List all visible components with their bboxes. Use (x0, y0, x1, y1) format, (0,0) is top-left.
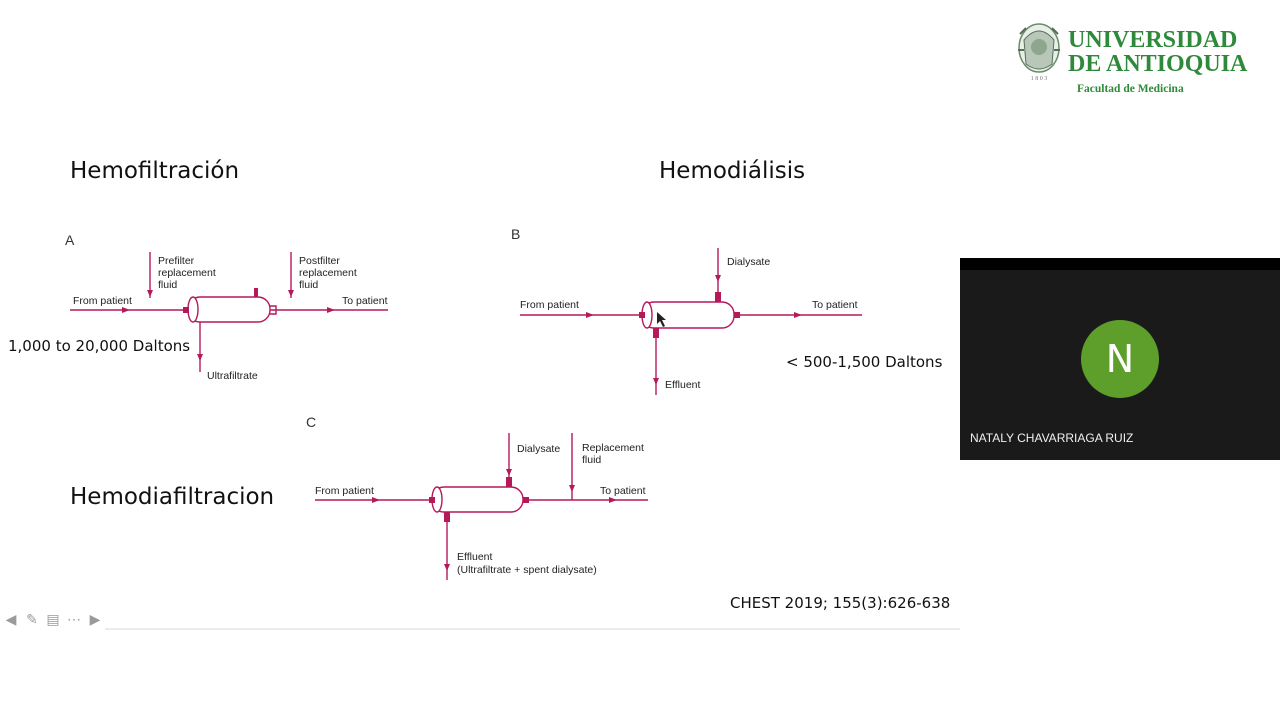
hemofiltration-heading: Hemofiltración (70, 158, 240, 184)
postfilter-label-1: Postfilter (299, 255, 340, 267)
pen-icon[interactable]: ✎ (26, 611, 38, 627)
slides-icon[interactable]: ▤ (46, 611, 60, 627)
replacement-label-2: fluid (582, 454, 601, 466)
dialysate-label-b: Dialysate (727, 256, 770, 268)
prefilter-label-2: replacement (158, 267, 216, 279)
slide-bottom-divider (105, 628, 960, 630)
logo-title-line-1: UNIVERSIDAD (1068, 27, 1238, 53)
replacement-label-1: Replacement (582, 442, 644, 454)
hemofiltration-diagram: Prefilter replacement fluid Postfilter r… (70, 252, 388, 382)
prefilter-label-3: fluid (158, 279, 177, 291)
to-patient-label-c: To patient (600, 485, 646, 497)
from-patient-label-c: From patient (315, 485, 374, 497)
hemodialysis-diagram: Dialysate From patient To patient Efflue… (520, 248, 862, 395)
university-seal-icon: 1 8 0 3 (1018, 23, 1060, 82)
hemodiafiltration-diagram: Dialysate Replacement fluid From patient… (315, 433, 648, 580)
dialysate-label-c: Dialysate (517, 443, 560, 455)
hemodialysis-heading: Hemodiálisis (659, 158, 806, 184)
figure-b-letter: B (511, 226, 521, 242)
video-tile-topbar (960, 258, 1280, 270)
participant-avatar: N (1081, 320, 1159, 398)
prev-arrow-icon[interactable]: ◀ (5, 611, 17, 627)
effluent-detail-label: (Ultrafiltrate + spent dialysate) (457, 564, 597, 576)
dalton-range-b: < 500-1,500 Daltons (786, 353, 943, 371)
figure-a-letter: A (65, 232, 75, 248)
effluent-label-c: Effluent (457, 551, 492, 563)
participant-video-tile[interactable]: N NATALY CHAVARRIAGA RUIZ (960, 258, 1280, 460)
more-icon[interactable]: ⋯ (67, 611, 81, 627)
to-patient-label-a: To patient (342, 295, 388, 307)
participant-name: NATALY CHAVARRIAGA RUIZ (970, 431, 1134, 445)
citation: CHEST 2019; 155(3):626-638 (730, 594, 951, 612)
effluent-label-b: Effluent (665, 379, 700, 391)
next-arrow-icon[interactable]: ▶ (89, 611, 101, 627)
university-logo: 1 8 0 3 UNIVERSIDAD DE ANTIOQUIA Faculta… (1014, 20, 1264, 100)
mouse-cursor-icon (657, 312, 666, 327)
hemodiafiltration-heading: Hemodiafiltracion (70, 484, 275, 510)
ultrafiltrate-label: Ultrafiltrate (207, 370, 258, 382)
to-patient-label-b: To patient (812, 299, 858, 311)
slide-nav-toolbar: ◀ ✎ ▤ ⋯ ▶ (2, 610, 104, 628)
from-patient-label-a: From patient (73, 295, 132, 307)
figure-c-letter: C (306, 414, 317, 430)
postfilter-label-3: fluid (299, 279, 318, 291)
logo-faculty: Facultad de Medicina (1077, 83, 1184, 95)
prefilter-label-1: Prefilter (158, 255, 195, 267)
logo-title-line-2: DE ANTIOQUIA (1068, 51, 1248, 77)
from-patient-label-b: From patient (520, 299, 579, 311)
svg-text:1 8 0 3: 1 8 0 3 (1031, 76, 1048, 82)
postfilter-label-2: replacement (299, 267, 357, 279)
dalton-range-a: 1,000 to 20,000 Daltons (8, 337, 191, 355)
